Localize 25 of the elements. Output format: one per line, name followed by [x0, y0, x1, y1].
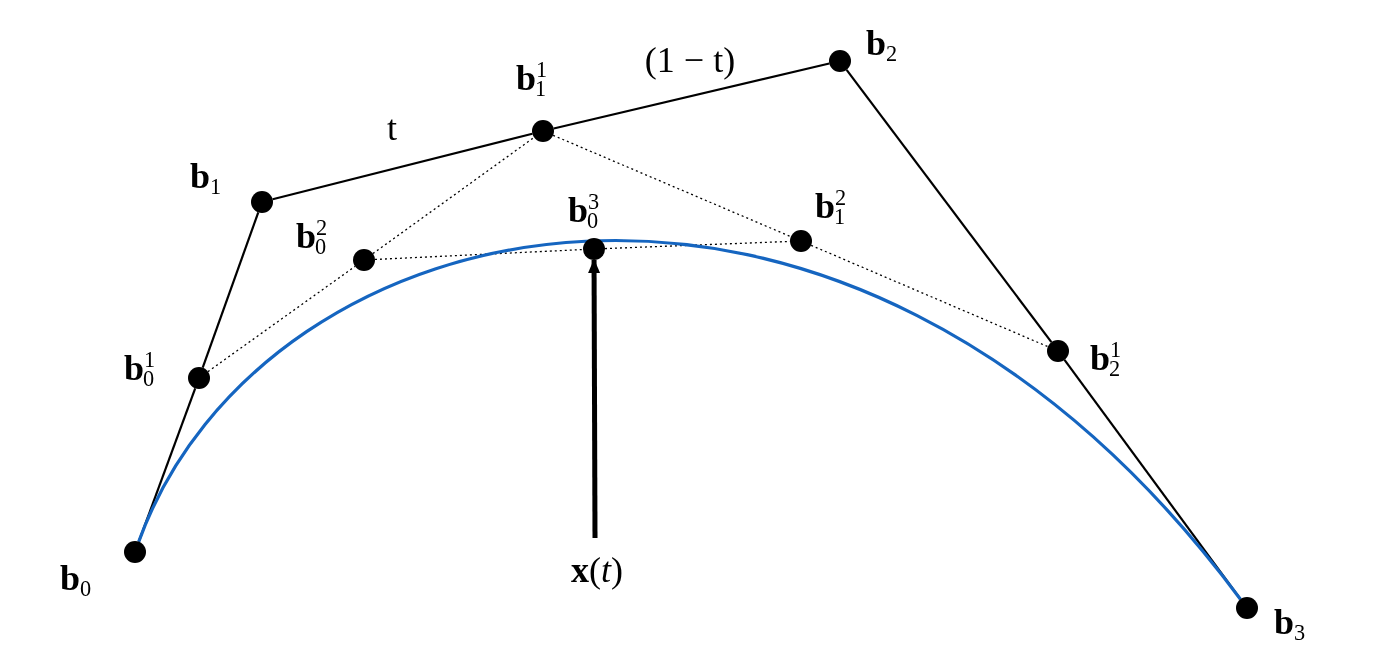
point-dot — [1236, 597, 1258, 619]
line-segment — [201, 212, 260, 368]
point-dot — [251, 191, 273, 213]
line-segment — [272, 132, 533, 201]
point-label: b$_{0}$ — [60, 559, 92, 601]
dotted-line — [552, 134, 792, 238]
point-dot — [532, 120, 554, 142]
curve-point-label: x(t) — [571, 552, 623, 588]
arrow — [588, 259, 601, 538]
dotted-line — [372, 136, 535, 255]
point-dot — [353, 249, 375, 271]
point-label: b$_{1}$ — [190, 157, 222, 199]
point-dot — [790, 230, 812, 252]
point-dot — [188, 367, 210, 389]
point-dot — [829, 50, 851, 72]
line-segment — [553, 62, 830, 130]
point-dot — [124, 541, 146, 563]
dotted-line — [374, 248, 584, 261]
dotted-line — [810, 244, 1049, 348]
line-segment — [845, 69, 1053, 343]
point-label: b$_{3}$ — [1274, 603, 1306, 645]
point-dot — [583, 238, 605, 260]
point-dot — [1047, 340, 1069, 362]
bezier-curve — [137, 240, 1242, 601]
point-label: b$_{2}$ — [866, 24, 898, 66]
